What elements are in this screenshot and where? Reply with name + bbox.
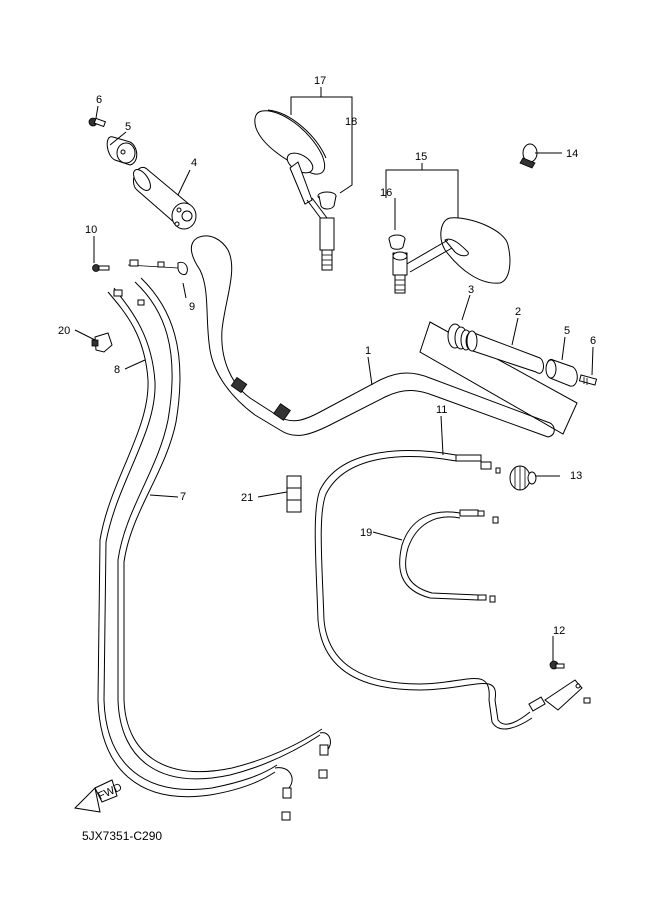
leader-lines [74, 87, 594, 661]
callout-17: 17 [314, 75, 326, 87]
callout-20: 20 [58, 325, 70, 337]
callout-2: 2 [515, 306, 521, 318]
callout-12: 12 [553, 625, 565, 637]
bolt-12[interactable] [549, 660, 565, 670]
callout-14: 14 [566, 148, 578, 160]
callout-16: 16 [380, 187, 392, 199]
grip-bracket-outline [419, 321, 578, 435]
grip[interactable] [465, 330, 544, 374]
handlebar[interactable] [190, 235, 555, 438]
callout-7: 7 [180, 491, 186, 503]
mirror-left[interactable] [254, 109, 335, 271]
callout-4: 4 [191, 157, 197, 169]
callout-6-right: 6 [590, 335, 596, 347]
callout-3: 3 [468, 284, 474, 296]
mirror-right[interactable] [392, 217, 511, 294]
callout-1: 1 [365, 345, 371, 357]
cap-left[interactable] [317, 191, 337, 210]
throttle-cable-7[interactable] [117, 277, 331, 780]
clamp-20[interactable] [91, 332, 113, 353]
screw-right[interactable] [578, 374, 598, 386]
cap-right[interactable] [388, 234, 406, 250]
starter-cable[interactable] [399, 509, 499, 603]
screw-left[interactable] [88, 117, 107, 128]
boot-13[interactable] [509, 465, 537, 491]
callout-11: 11 [436, 404, 447, 416]
fwd-arrow-icon: FWD [73, 779, 124, 813]
callout-15: 15 [415, 151, 427, 163]
diagram-code: 5JX7351-C290 [82, 829, 162, 843]
grip-end-weight-right[interactable] [545, 358, 578, 387]
grip-end-weight-left[interactable] [106, 136, 138, 166]
callout-18: 18 [345, 116, 357, 128]
callout-10: 10 [85, 224, 97, 236]
callout-5-left: 5 [125, 121, 131, 133]
callout-labels: 1 2 3 4 5 5 6 6 7 8 9 10 11 12 13 14 15 … [58, 75, 596, 637]
throttle-grip[interactable] [130, 167, 197, 230]
callout-6-left: 6 [96, 94, 102, 106]
callout-13: 13 [570, 470, 582, 482]
callout-21: 21 [241, 492, 253, 504]
clutch-cable[interactable] [314, 450, 591, 730]
fwd-label: FWD [96, 781, 124, 802]
screw-10[interactable] [92, 264, 110, 272]
throttle-cable-8[interactable] [97, 287, 293, 821]
callout-19: 19 [360, 527, 372, 539]
cable-adjusters-top [113, 259, 165, 306]
holder-21[interactable] [286, 475, 302, 513]
clamp-14[interactable] [519, 143, 538, 169]
callout-5-right: 5 [564, 325, 570, 337]
callout-9: 9 [189, 301, 195, 313]
callout-8: 8 [114, 364, 120, 376]
